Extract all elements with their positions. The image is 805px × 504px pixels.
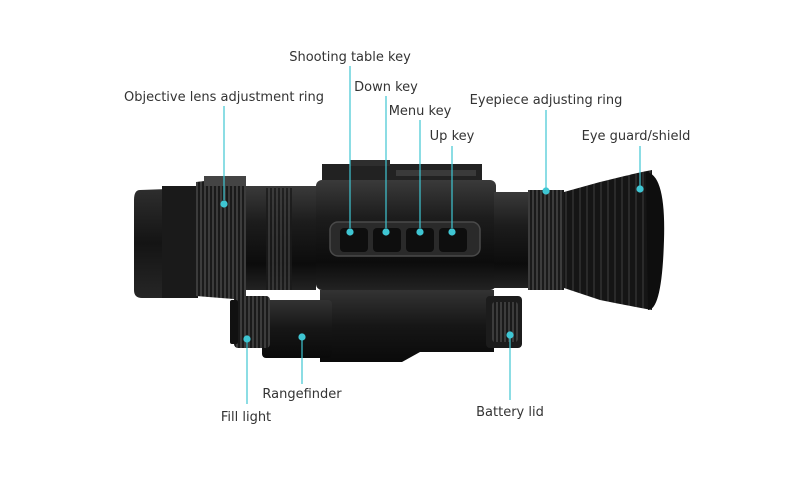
eye-guard-label: Eye guard/shield: [582, 129, 691, 144]
objective-ring-label: Objective lens adjustment ring: [124, 90, 324, 105]
night-vision-scope-icon: [134, 160, 665, 362]
menu-key-label: Menu key: [389, 104, 452, 119]
battery-lid-label: Battery lid: [476, 405, 544, 420]
shooting-table-key-label: Shooting table key: [289, 50, 411, 65]
up-key-label: Up key: [430, 129, 475, 144]
leader-lines: [220, 66, 644, 404]
eyepiece-ring-label: Eyepiece adjusting ring: [470, 93, 623, 108]
fill-light-label: Fill light: [221, 410, 271, 425]
down-key-label: Down key: [354, 80, 418, 95]
rangefinder-label: Rangefinder: [262, 387, 342, 402]
